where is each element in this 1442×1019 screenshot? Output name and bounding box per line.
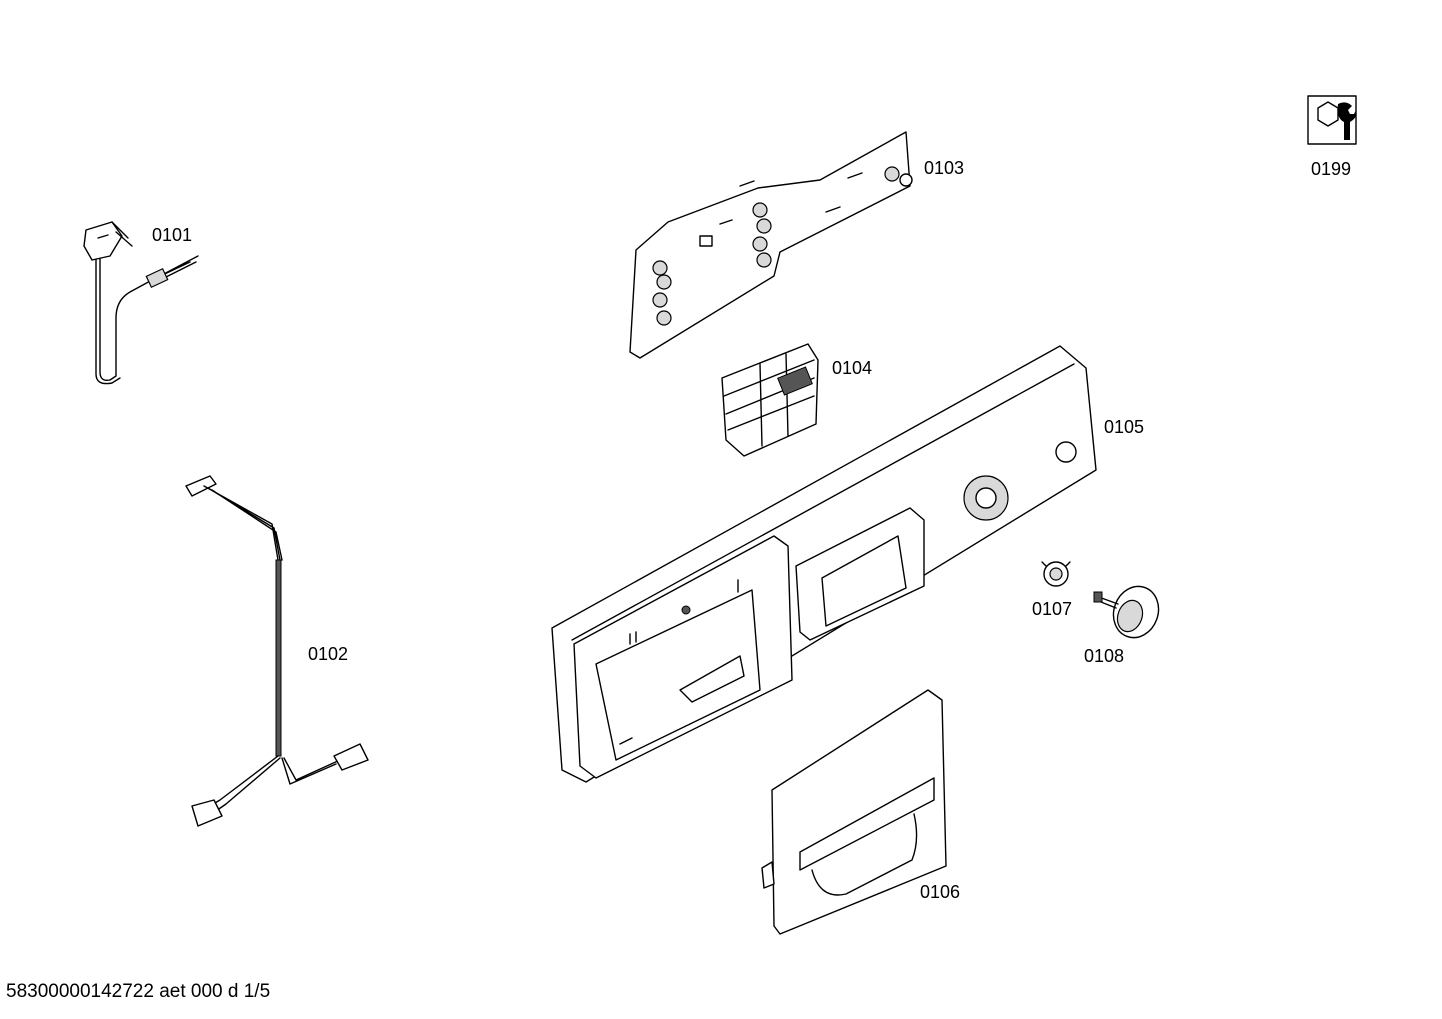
circuit-board-icon [629,131,913,359]
detergent-drawer-handle-icon [761,689,947,935]
part-label-0199: 0199 [1311,159,1352,179]
part-label-0108: 0108 [1084,646,1125,666]
part-label-0104: 0104 [832,358,873,378]
part-label-0107: 0107 [1032,599,1073,619]
control-panel-fascia-icon [551,345,1097,783]
wrench-hardware-icon [1307,95,1357,145]
part-label-0103: 0103 [924,158,965,178]
connector-block-icon [721,343,819,457]
knob-adapter-icon [1041,561,1071,587]
wire-harness-icon [185,475,369,827]
part-label-0106: 0106 [920,882,961,902]
power-cord-plug-icon [83,221,199,385]
program-knob-icon [1093,585,1160,639]
document-code: 58300000142722 aet 000 d 1/5 [6,981,271,1002]
part-label-0105: 0105 [1104,417,1145,437]
part-label-0102: 0102 [308,644,349,664]
part-label-0101: 0101 [152,225,193,245]
